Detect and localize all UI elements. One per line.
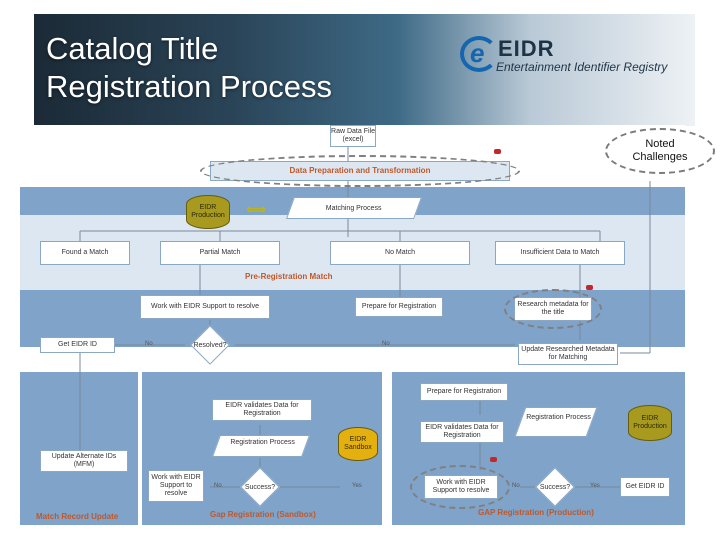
logo-word: EIDR	[498, 36, 555, 61]
challenge-flag-icon	[586, 285, 593, 290]
validates-prod-box: EIDR validates Data for Registration	[420, 421, 504, 443]
challenge-callout-prod-support	[410, 465, 510, 509]
eidr-logo-mark-icon	[460, 36, 498, 72]
found-match-box: Found a Match	[40, 241, 130, 265]
work-support-small-box: Work with EIDR Support to resolve	[148, 470, 204, 502]
no-match-box: No Match	[330, 241, 470, 265]
process-diagram: Raw Data File (excel) Data Preparation a…	[20, 125, 685, 525]
reg-process-prod-label: Registration Process	[526, 414, 591, 421]
challenge-flag-icon	[490, 457, 497, 462]
gap-sandbox-label: Gap Registration (Sandbox)	[210, 510, 316, 519]
success-label-1: Success?	[244, 484, 276, 491]
sync-arrow-icon: ⟺	[246, 201, 267, 217]
eidr-production-cylinder: EIDR Production	[186, 195, 230, 229]
reg-process-sandbox-box: Registration Process	[211, 435, 311, 457]
gap-production-label: GAP Registration (Production)	[478, 508, 594, 517]
pre-registration-label: Pre-Registration Match	[245, 272, 333, 281]
partial-match-box: Partial Match	[160, 241, 280, 265]
validates-sandbox-box: EIDR validates Data for Registration	[212, 399, 312, 421]
resolved-label: Resolved?	[193, 342, 227, 349]
insufficient-data-box: Insufficient Data to Match	[495, 241, 625, 265]
title-line-2: Registration Process	[46, 69, 333, 104]
yes-label-1: Yes	[352, 483, 362, 489]
no-label-1: No	[145, 341, 153, 347]
success-label-2: Success?	[539, 484, 571, 491]
raw-data-file-box: Raw Data File (excel)	[330, 125, 376, 147]
eidr-sandbox-cylinder: EIDR Sandbox	[338, 427, 378, 461]
slide-header-banner	[34, 14, 695, 126]
no-label-s1: No	[214, 483, 222, 489]
challenge-flag-icon	[494, 149, 501, 154]
eidr-logo-e-icon: e	[470, 38, 485, 68]
noted-challenges-callout: Noted Challenges	[605, 128, 715, 174]
work-with-support-box: Work with EIDR Support to resolve	[140, 295, 270, 319]
yes-label-2: Yes	[590, 483, 600, 489]
prepare-registration-box: Prepare for Registration	[355, 297, 443, 317]
noted-challenges-text: Noted Challenges	[632, 138, 688, 163]
update-alternate-ids-box: Update Alternate IDs (MFM)	[40, 450, 128, 472]
match-record-update-label: Match Record Update	[36, 512, 119, 521]
matching-process-box: Matching Process	[285, 197, 423, 219]
get-eidr-id-box: Get EIDR ID	[40, 337, 115, 353]
challenge-callout-data-prep	[200, 155, 520, 187]
title-line-1: Catalog Title	[46, 31, 219, 66]
band-match-record-update	[20, 372, 138, 525]
get-eidr-id-2-box: Get EIDR ID	[620, 477, 670, 497]
reg-process-prod-box: Registration Process	[514, 407, 598, 437]
logo-subtitle: Entertainment Identifier Registry	[496, 60, 668, 74]
no-label-s2: No	[512, 483, 520, 489]
matching-process-label: Matching Process	[325, 205, 382, 212]
reg-process-sandbox-label: Registration Process	[230, 439, 295, 446]
slide-title: Catalog Title Registration Process	[46, 30, 406, 106]
no-label-2: No	[382, 341, 390, 347]
eidr-logo: e EIDR Entertainment Identifier Registry	[460, 36, 692, 76]
challenge-callout-research	[504, 289, 602, 329]
prepare-registration-2-box: Prepare for Registration	[420, 383, 508, 401]
eidr-production-2-cylinder: EIDR Production	[628, 405, 672, 441]
update-researched-box: Update Researched Metadata for Matching	[518, 343, 618, 365]
